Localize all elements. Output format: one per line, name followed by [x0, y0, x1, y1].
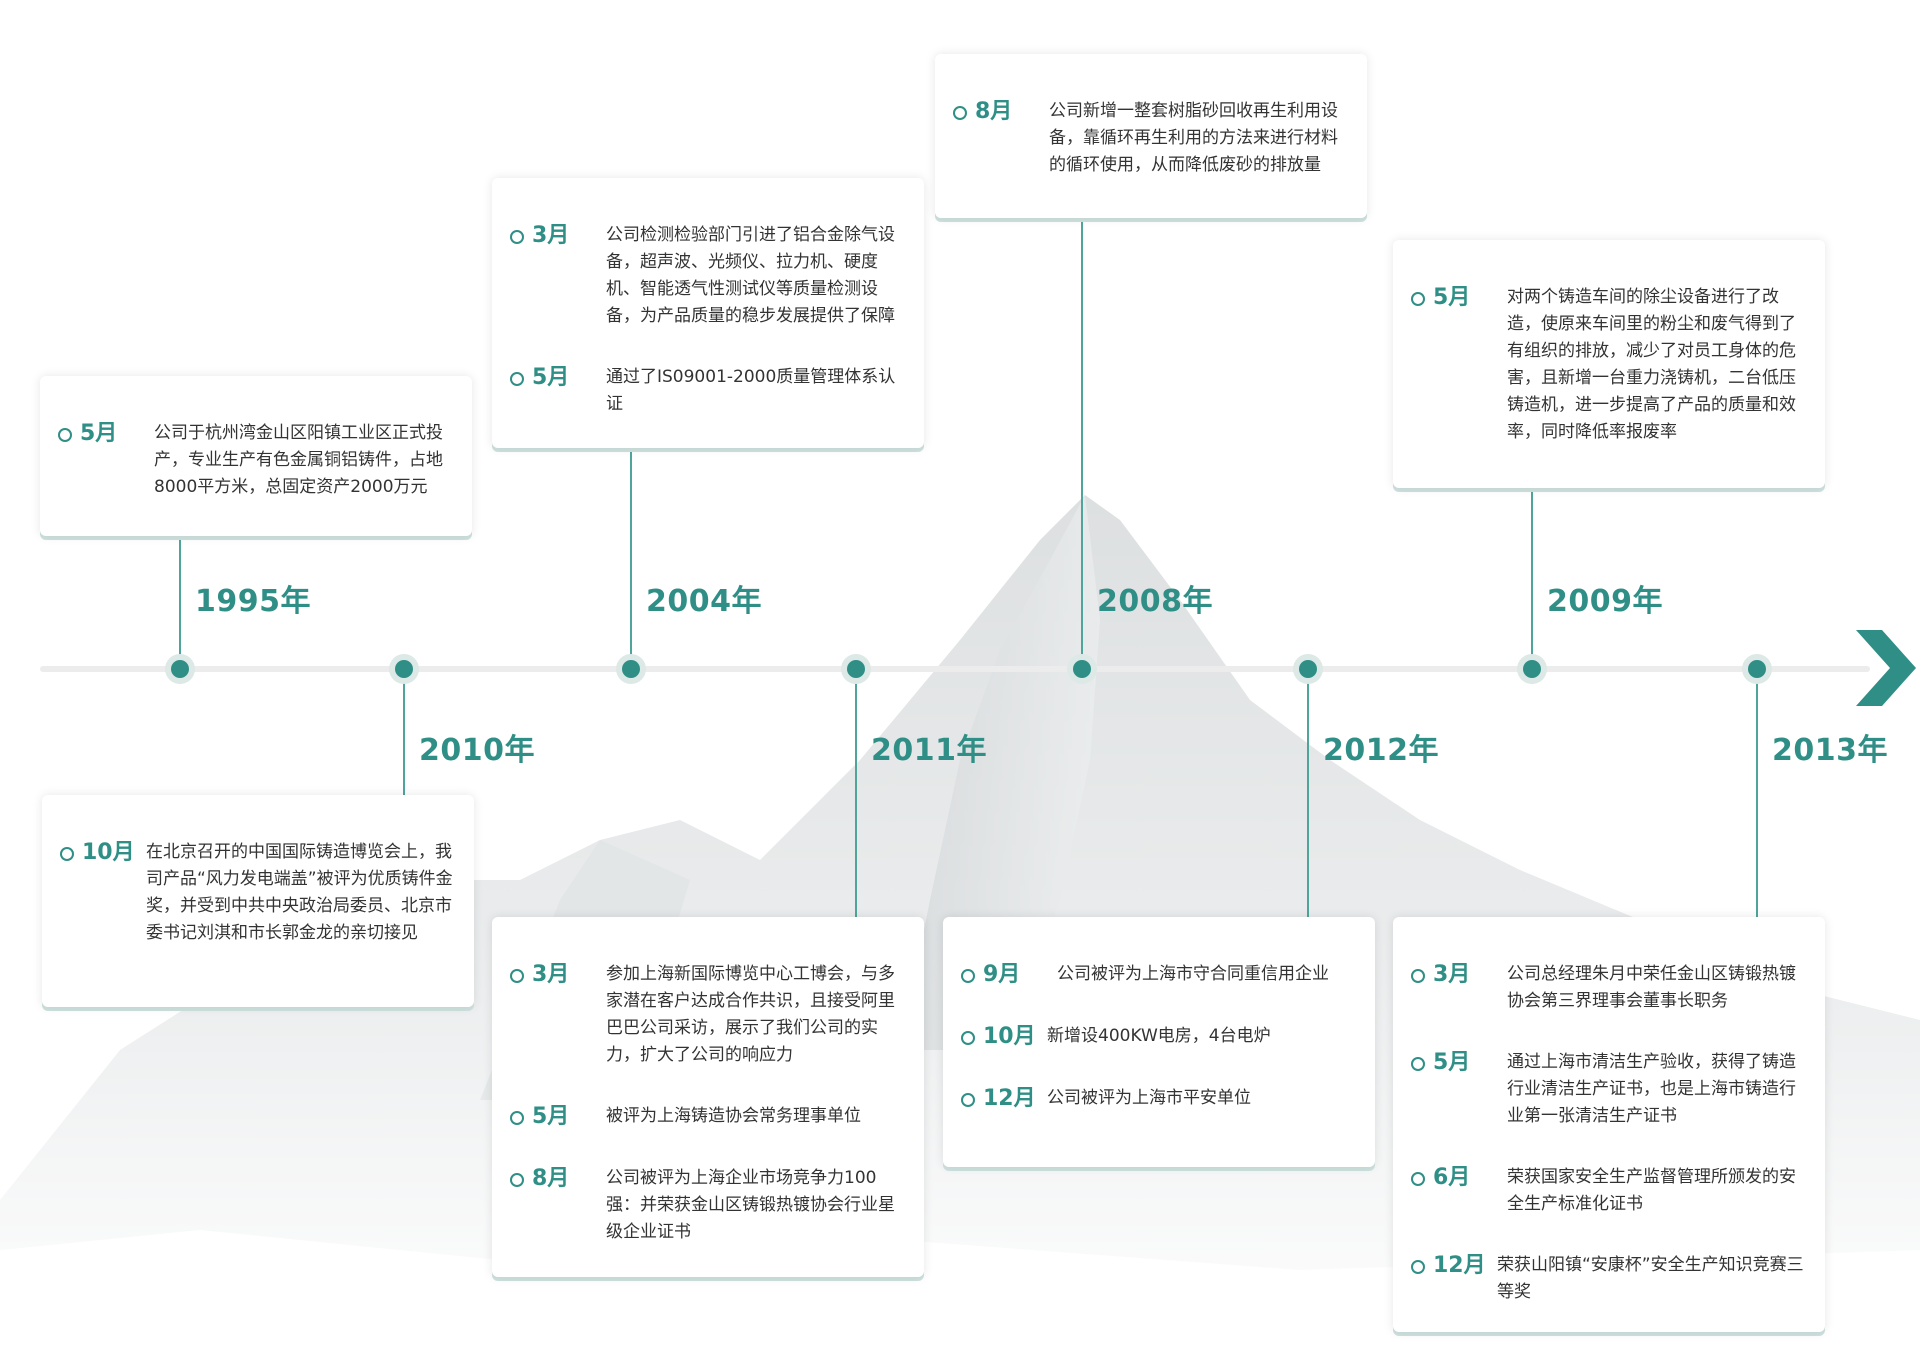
- event-month: 3月: [1433, 962, 1471, 987]
- circle-bullet-icon: [953, 106, 967, 120]
- event-text: 对两个铸造车间的除尘设备进行了改造，使原来车间里的粉尘和废气得到了有组织的排放，…: [1507, 287, 1796, 442]
- circle-bullet-icon: [510, 372, 524, 386]
- year-label: 2013年: [1772, 733, 1888, 768]
- circle-bullet-icon: [60, 847, 74, 861]
- event-text: 公司于杭州湾金山区阳镇工业区正式投产，专业生产有色金属铜铝铸件，占地8000平方…: [154, 423, 443, 497]
- event-card: 3月 公司总经理朱月中荣任金山区铸锻热镀协会第三界理事会董事长职务 5月 通过上海市清…: [1393, 917, 1825, 1332]
- circle-bullet-icon: [1411, 292, 1425, 306]
- event-entry: 8月 公司被评为上海企业市场竞争力100强：并荣获金山区铸锻热镀协会行业星级企业证…: [510, 1165, 906, 1246]
- connector-line: [179, 536, 181, 660]
- event-month: 6月: [1433, 1165, 1471, 1190]
- circle-bullet-icon: [58, 428, 72, 442]
- circle-bullet-icon: [510, 1111, 524, 1125]
- year-label: 2004年: [646, 584, 762, 619]
- connector-line: [1307, 678, 1309, 917]
- event-month: 3月: [532, 962, 570, 987]
- year-label: 2011年: [871, 733, 987, 768]
- event-card: 3月 公司检测检验部门引进了铝合金除气设备，超声波、光频仪、拉力机、硬度机、智能透…: [492, 178, 924, 448]
- timeline-node-dot[interactable]: [1748, 660, 1766, 678]
- event-month: 12月: [1433, 1253, 1486, 1278]
- circle-bullet-icon: [961, 969, 975, 983]
- event-entry: 3月 公司总经理朱月中荣任金山区铸锻热镀协会第三界理事会董事长职务: [1411, 961, 1807, 1015]
- event-month: 5月: [532, 365, 570, 390]
- year-label: 2009年: [1547, 584, 1663, 619]
- connector-line: [1531, 488, 1533, 660]
- event-text: 公司新增一整套树脂砂回收再生利用设备，靠循环再生利用的方法来进行材料的循环使用，…: [1049, 101, 1338, 175]
- timeline-node-dot[interactable]: [847, 660, 865, 678]
- connector-line: [630, 448, 632, 660]
- event-text: 公司检测检验部门引进了铝合金除气设备，超声波、光频仪、拉力机、硬度机、智能透气性…: [606, 225, 895, 326]
- circle-bullet-icon: [1411, 969, 1425, 983]
- event-month: 9月: [983, 962, 1021, 987]
- circle-bullet-icon: [1411, 1057, 1425, 1071]
- event-month: 10月: [82, 840, 135, 865]
- circle-bullet-icon: [1411, 1172, 1425, 1186]
- event-text: 荣获国家安全生产监督管理所颁发的安全生产标准化证书: [1507, 1167, 1796, 1214]
- event-entry: 12月公司被评为上海市平安单位: [961, 1085, 1357, 1113]
- event-text: 公司被评为上海市守合同重信用企业: [1057, 964, 1329, 984]
- circle-bullet-icon: [510, 969, 524, 983]
- event-text: 通过上海市清洁生产验收，获得了铸造行业清洁生产证书，也是上海市铸造行业第一张清洁…: [1507, 1052, 1796, 1126]
- timeline-node-dot[interactable]: [1073, 660, 1091, 678]
- year-label: 2010年: [419, 733, 535, 768]
- event-entry: 12月荣获山阳镇“安康杯”安全生产知识竞赛三等奖: [1411, 1252, 1807, 1306]
- connector-line: [403, 678, 405, 795]
- event-month: 10月: [983, 1024, 1036, 1049]
- event-card: 5月 公司于杭州湾金山区阳镇工业区正式投产，专业生产有色金属铜铝铸件，占地8000…: [40, 376, 472, 536]
- event-entry: 9月 公司被评为上海市守合同重信用企业: [961, 961, 1357, 989]
- event-entry: 3月 公司检测检验部门引进了铝合金除气设备，超声波、光频仪、拉力机、硬度机、智能透…: [510, 222, 906, 330]
- event-card: 3月 参加上海新国际博览中心工博会，与多家潜在客户达成合作共识，且接受阿里巴巴公司…: [492, 917, 924, 1277]
- circle-bullet-icon: [510, 1173, 524, 1187]
- event-entry: 5月 公司于杭州湾金山区阳镇工业区正式投产，专业生产有色金属铜铝铸件，占地8000…: [58, 420, 454, 501]
- event-text: 公司总经理朱月中荣任金山区铸锻热镀协会第三界理事会董事长职务: [1507, 964, 1796, 1011]
- event-month: 5月: [1433, 285, 1471, 310]
- event-entry: 5月 通过上海市清洁生产验收，获得了铸造行业清洁生产证书，也是上海市铸造行业第一张…: [1411, 1049, 1807, 1130]
- year-label: 2012年: [1323, 733, 1439, 768]
- year-label: 2008年: [1097, 584, 1213, 619]
- event-text: 新增设400KW电房，4台电炉: [1047, 1026, 1271, 1046]
- circle-bullet-icon: [961, 1031, 975, 1045]
- event-card: 9月 公司被评为上海市守合同重信用企业 10月新增设400KW电房，4台电炉 12月公…: [943, 917, 1375, 1167]
- event-month: 3月: [532, 223, 570, 248]
- timeline-node-dot[interactable]: [1299, 660, 1317, 678]
- circle-bullet-icon: [1411, 1260, 1425, 1274]
- event-card: 8月 公司新增一整套树脂砂回收再生利用设备，靠循环再生利用的方法来进行材料的循环使…: [935, 54, 1367, 218]
- event-entry: 3月 参加上海新国际博览中心工博会，与多家潜在客户达成合作共识，且接受阿里巴巴公司…: [510, 961, 906, 1069]
- event-month: 5月: [80, 421, 118, 446]
- event-month: 8月: [532, 1166, 570, 1191]
- event-entry: 10月新增设400KW电房，4台电炉: [961, 1023, 1357, 1051]
- event-month: 5月: [1433, 1050, 1471, 1075]
- event-text: 公司被评为上海市平安单位: [1047, 1088, 1251, 1108]
- event-entry: 5月 通过了IS09001-2000质量管理体系认证: [510, 364, 906, 418]
- timeline-node-dot[interactable]: [622, 660, 640, 678]
- event-text: 被评为上海铸造协会常务理事单位: [606, 1106, 861, 1126]
- event-entry: 5月 对两个铸造车间的除尘设备进行了改造，使原来车间里的粉尘和废气得到了有组织的排…: [1411, 284, 1807, 446]
- event-entry: 5月 被评为上海铸造协会常务理事单位: [510, 1103, 906, 1131]
- circle-bullet-icon: [961, 1093, 975, 1107]
- timeline-axis: [40, 666, 1870, 672]
- event-text: 通过了IS09001-2000质量管理体系认证: [606, 367, 896, 414]
- event-month: 12月: [983, 1086, 1036, 1111]
- year-label: 1995年: [195, 584, 311, 619]
- timeline-node-dot[interactable]: [395, 660, 413, 678]
- event-month: 5月: [532, 1104, 570, 1129]
- connector-line: [1756, 678, 1758, 917]
- event-card: 5月 对两个铸造车间的除尘设备进行了改造，使原来车间里的粉尘和废气得到了有组织的排…: [1393, 240, 1825, 488]
- event-month: 8月: [975, 99, 1013, 124]
- timeline-node-dot[interactable]: [171, 660, 189, 678]
- connector-line: [1081, 218, 1083, 660]
- event-text: 在北京召开的中国国际铸造博览会上，我司产品“风力发电端盖”被评为优质铸件金奖，并…: [146, 842, 453, 943]
- circle-bullet-icon: [510, 230, 524, 244]
- event-entry: 10月在北京召开的中国国际铸造博览会上，我司产品“风力发电端盖”被评为优质铸件金…: [60, 839, 456, 947]
- event-card: 10月在北京召开的中国国际铸造博览会上，我司产品“风力发电端盖”被评为优质铸件金…: [42, 795, 474, 1007]
- event-text: 荣获山阳镇“安康杯”安全生产知识竞赛三等奖: [1497, 1255, 1804, 1302]
- event-text: 公司被评为上海企业市场竞争力100强：并荣获金山区铸锻热镀协会行业星级企业证书: [606, 1168, 895, 1242]
- event-entry: 8月 公司新增一整套树脂砂回收再生利用设备，靠循环再生利用的方法来进行材料的循环使…: [953, 98, 1349, 179]
- event-text: 参加上海新国际博览中心工博会，与多家潜在客户达成合作共识，且接受阿里巴巴公司采访…: [606, 964, 895, 1065]
- event-entry: 6月 荣获国家安全生产监督管理所颁发的安全生产标准化证书: [1411, 1164, 1807, 1218]
- connector-line: [855, 678, 857, 917]
- timeline-node-dot[interactable]: [1523, 660, 1541, 678]
- chevron-right-icon[interactable]: [1856, 630, 1916, 706]
